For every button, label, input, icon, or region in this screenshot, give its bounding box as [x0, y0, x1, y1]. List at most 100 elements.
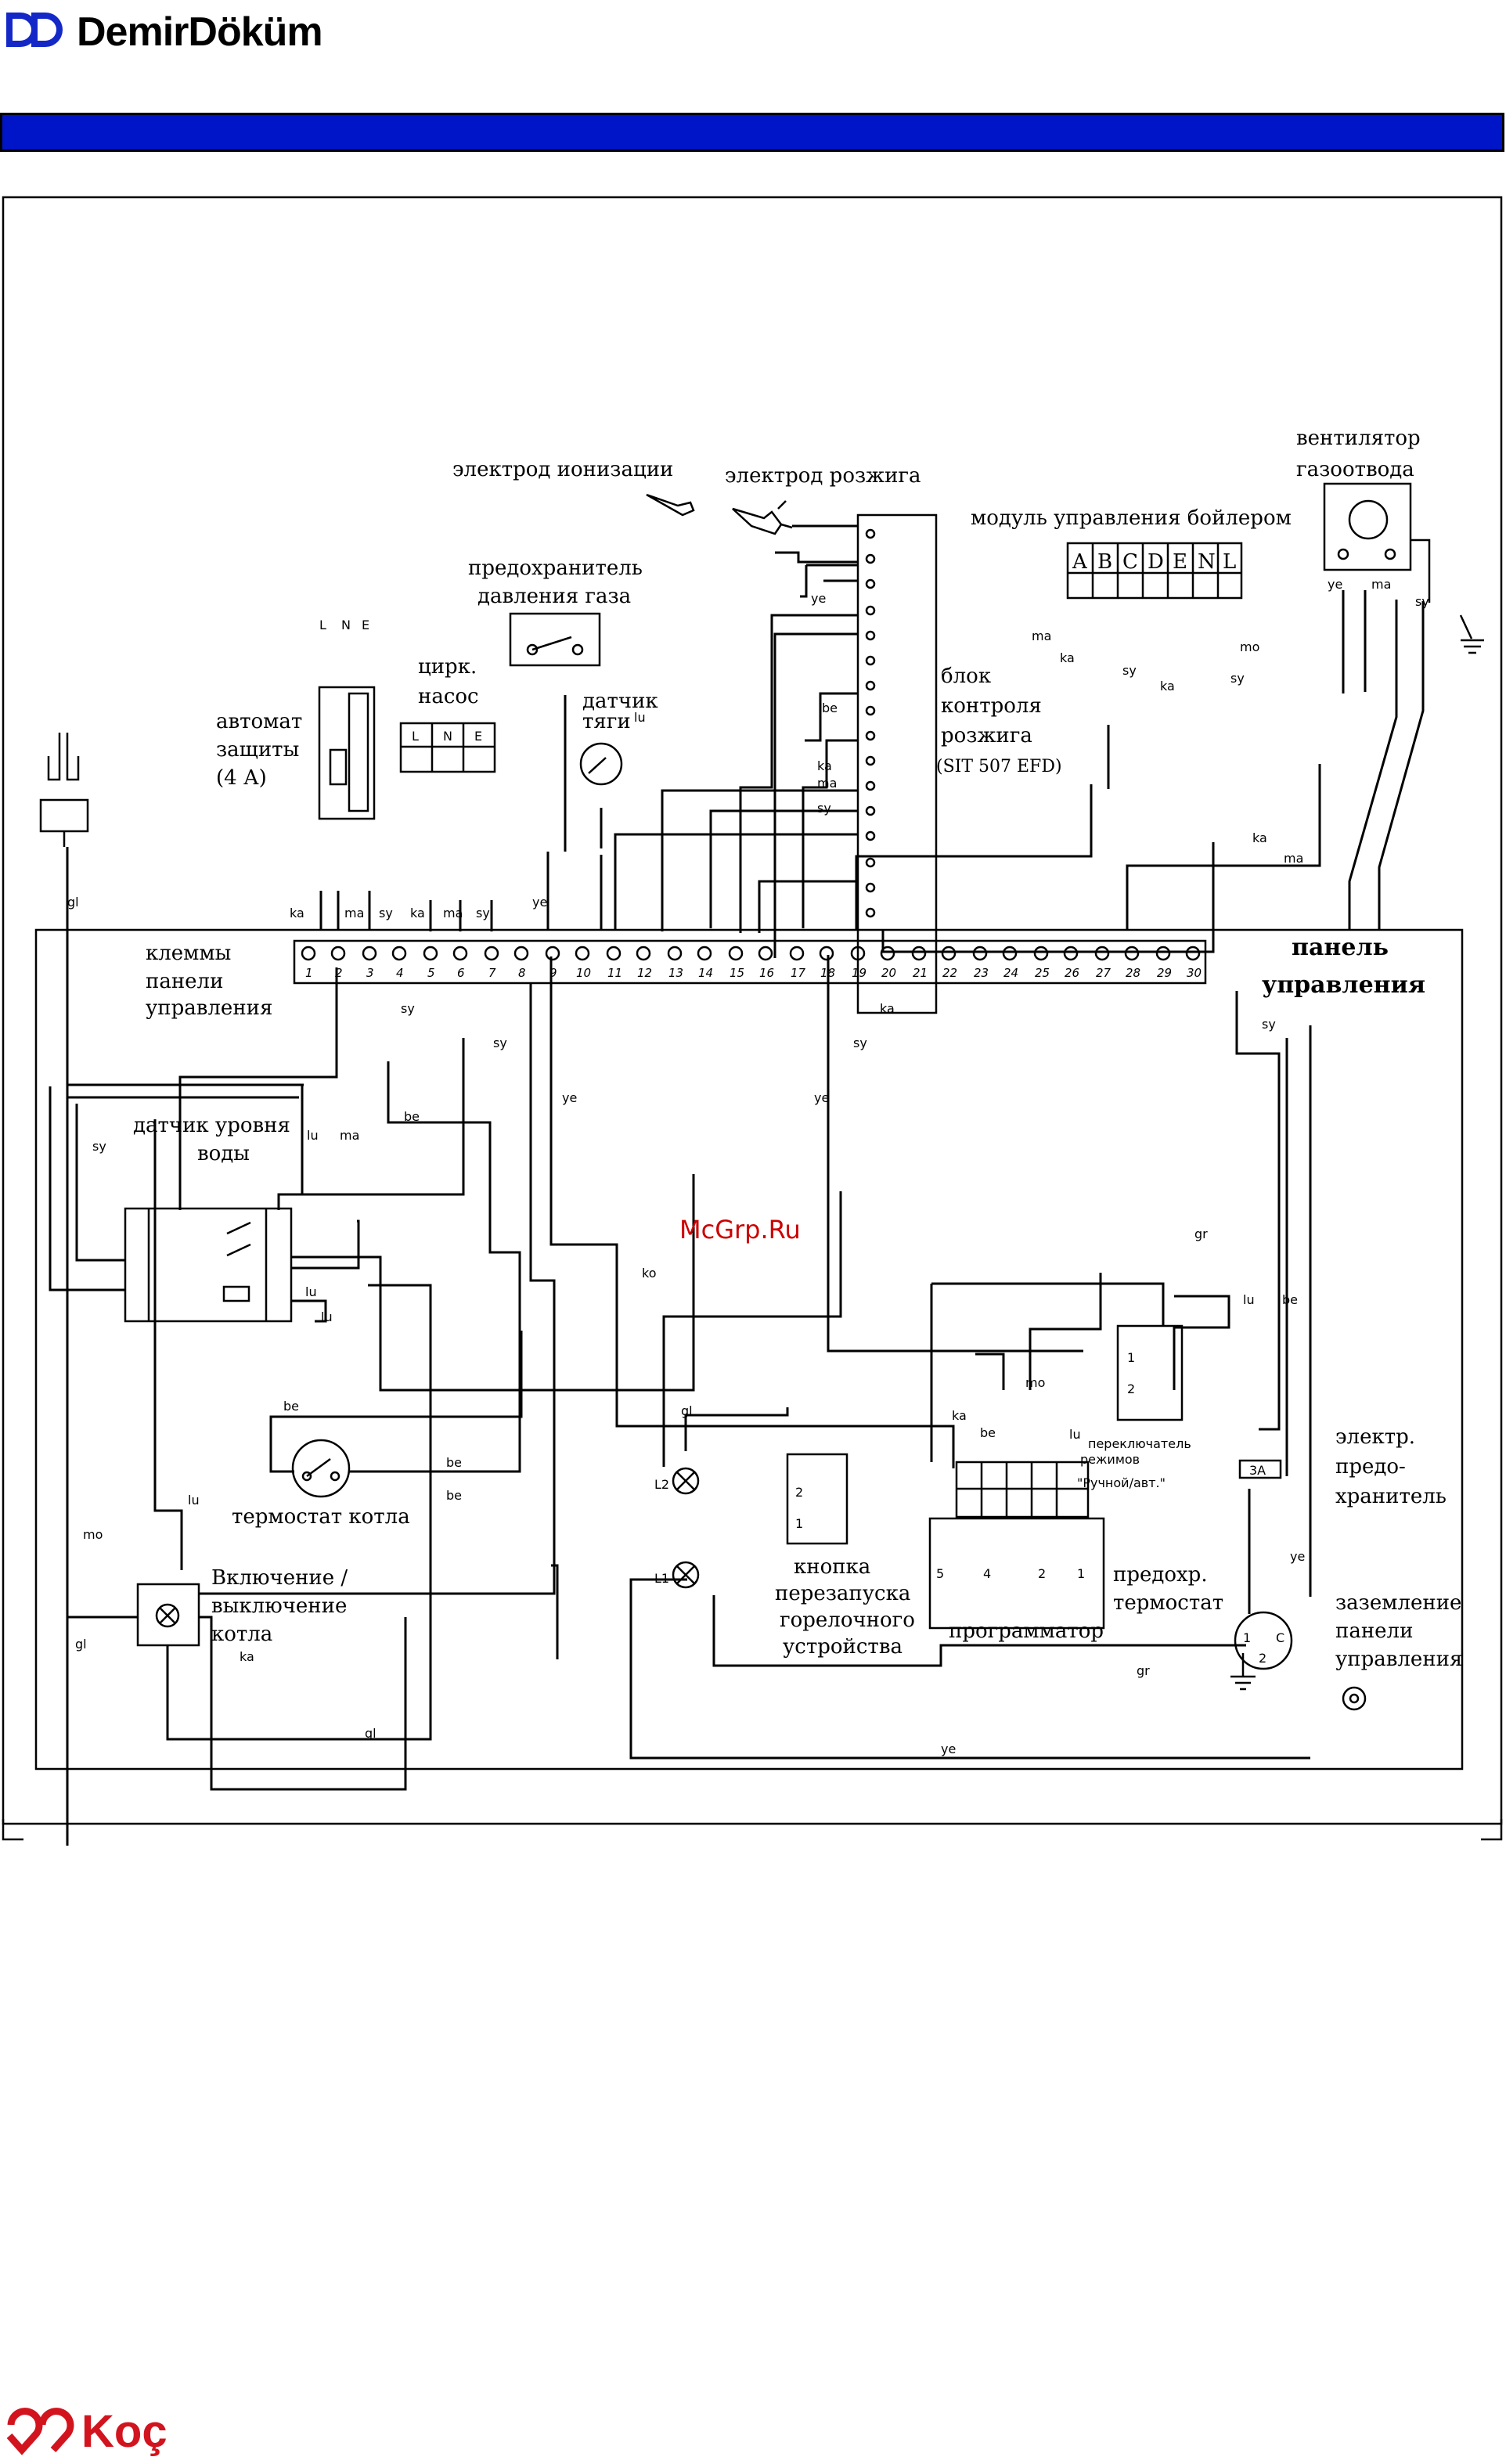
wire-code: gr: [1194, 1227, 1208, 1241]
label-power-switch-1: Включение /: [211, 1566, 348, 1590]
thermostat-pin-2: 2: [1259, 1651, 1266, 1666]
label-ground-2: панели: [1335, 1619, 1413, 1643]
wire-code: ye: [811, 591, 826, 606]
wire-code: lu: [188, 1493, 200, 1508]
wire-code: lu: [321, 1309, 333, 1324]
boiler-thermostat-icon: [291, 1439, 351, 1498]
wire-code: sy: [1230, 671, 1245, 686]
wire-code: sy: [1122, 663, 1137, 678]
wire-code: lu: [1069, 1427, 1081, 1442]
label-pump-2: насос: [418, 685, 479, 708]
label-breaker-2: защиты: [216, 738, 299, 762]
terminal-number: 20: [881, 966, 896, 980]
terminal-number: 3: [366, 966, 374, 980]
panel-terminal-strip: 1 2 3 4 5 6 7 8 9 10 11 12 13 14 15 16 1…: [293, 939, 1207, 985]
wire-code: ma: [1371, 577, 1391, 592]
mode-switch-icon: 1 2: [1116, 1324, 1184, 1421]
label-pump-1: цирк.: [418, 655, 477, 679]
wire-code: sy: [379, 906, 393, 920]
wire-code: ma: [1284, 851, 1303, 866]
wire-code: lu: [1243, 1292, 1255, 1307]
wire-code: ma: [1032, 629, 1051, 643]
boiler-module-terminal-block: [1066, 542, 1243, 600]
wire-code: be: [404, 1109, 420, 1124]
diagram-frame: [2, 196, 1503, 1825]
terminal-number: 11: [607, 966, 622, 980]
label-fuse-1: электр.: [1335, 1425, 1415, 1449]
label-water-sensor-1: датчик уровня: [133, 1114, 290, 1137]
thermostat-pin-1: 1: [1243, 1630, 1251, 1645]
label-reset-4: устройства: [783, 1635, 903, 1659]
wire-code: sy: [1415, 594, 1429, 609]
ignition-electrode-icon: [732, 500, 793, 535]
spark-plug-icon: [39, 733, 89, 847]
wire-code: lu: [634, 710, 646, 725]
programmer-terminal-block: 5 4 2 1: [928, 1461, 1105, 1630]
flue-sensor-icon: [579, 742, 623, 786]
wire-code: lu: [307, 1128, 319, 1143]
breaker-supply-labels: L N E: [319, 618, 369, 632]
label-water-sensor-2: воды: [197, 1142, 250, 1165]
wiring-diagram: электрод розжига электрод ионизации блок…: [2, 196, 1503, 1846]
label-boiler-thermostat: термостат котла: [232, 1505, 410, 1529]
terminal-number: 23: [974, 966, 989, 980]
wire-code: ka: [880, 1001, 895, 1016]
label-ignition-unit-3: розжига: [941, 724, 1032, 747]
power-switch-icon: [136, 1583, 200, 1647]
wire-code: gl: [75, 1637, 87, 1652]
fan-ground-icon: [1411, 539, 1484, 654]
wire-code: mo: [1025, 1375, 1045, 1390]
terminal-number: 13: [668, 966, 683, 980]
terminal-number: 8: [518, 966, 526, 980]
wire-code: ka: [1160, 679, 1175, 693]
wire-code: be: [446, 1455, 462, 1470]
terminal-screws: [301, 946, 1201, 961]
label-ground-1: заземление: [1335, 1591, 1461, 1615]
brand-name: DemirDöküm: [77, 9, 322, 55]
demirdokum-dd-logo-icon: [6, 13, 63, 47]
wire-code: ka: [1060, 650, 1075, 665]
label-reset-1: кнопка: [794, 1555, 870, 1579]
label-ignition-unit-2: контроля: [941, 694, 1042, 718]
mode-switch-pin-1: 1: [1127, 1350, 1135, 1365]
label-fuse-2: предо-: [1335, 1455, 1406, 1479]
label-breaker-3: (4 А): [216, 766, 267, 790]
wire-code: gl: [681, 1403, 693, 1418]
wire-code: gr: [1137, 1663, 1150, 1678]
terminal-number: 1: [305, 966, 313, 980]
gas-pressure-switch-icon: [509, 612, 601, 667]
wire-code: ka: [817, 758, 832, 773]
label-panel-1: панель: [1292, 934, 1389, 961]
programmer-pin-1: 1: [1077, 1566, 1085, 1581]
ignition-unit-pins: [865, 528, 876, 918]
ignition-control-unit: [856, 513, 938, 1014]
ground-icon: [1230, 1653, 1367, 1711]
terminal-number: 21: [913, 966, 928, 980]
pump-terminal-e: E: [474, 729, 482, 744]
koc-logo-icon: [6, 2408, 74, 2455]
wire-code: ma: [443, 906, 463, 920]
boiler-module-terminal-labels: A B C D E N L: [1072, 550, 1236, 574]
wire-code: ye: [1328, 577, 1342, 592]
label-flue-sensor-2: тяги: [582, 710, 631, 733]
wire-code: sy: [817, 801, 831, 816]
fuse-rating: 3A: [1249, 1463, 1266, 1478]
programmer-pin-5: 5: [936, 1566, 944, 1581]
module-terminal-d: D: [1148, 550, 1164, 574]
wire-code: sy: [493, 1036, 507, 1050]
label-gas-switch-1: предохранитель: [468, 557, 643, 580]
label-mode-switch-3: "Ручной/авт.": [1077, 1475, 1166, 1490]
label-boiler-module: модуль управления бойлером: [971, 506, 1292, 530]
label-power-switch-3: котла: [211, 1623, 272, 1646]
label-fan-2: газоотвода: [1296, 458, 1414, 481]
label-flue-sensor-1: датчик: [582, 690, 658, 713]
wire-code: sy: [401, 1001, 415, 1016]
label-gas-switch-2: давления газа: [477, 585, 631, 608]
wire-code: ka: [1252, 830, 1267, 845]
label-breaker-1: автомат: [216, 710, 302, 733]
module-terminal-n: N: [1198, 550, 1216, 574]
wire-code: ka: [952, 1408, 967, 1423]
label-ignition-electrode: электрод розжига: [725, 464, 921, 488]
label-panel-2: управления: [1262, 971, 1425, 999]
wire-code: lu: [305, 1284, 317, 1299]
